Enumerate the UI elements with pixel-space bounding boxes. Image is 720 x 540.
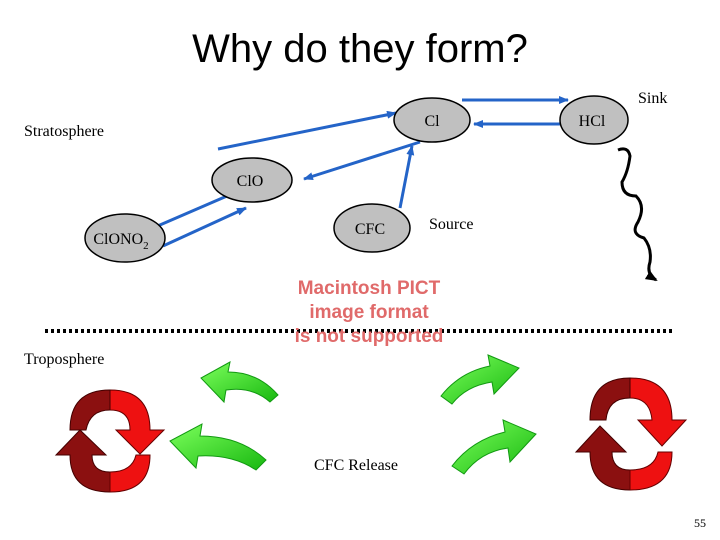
green-arrow-right-upper (440, 354, 520, 405)
green-arrow-right-lower (451, 419, 537, 475)
arrow-cl-to-clo (303, 140, 421, 181)
pict-line-1: Macintosh PICT (298, 278, 441, 299)
pict-placeholder: Macintosh PICT image format is not suppo… (295, 278, 444, 347)
node-clono2: ClONO2 (84, 213, 166, 263)
node-clono2-subscript: 2 (143, 240, 149, 252)
node-hcl-label: HCl (579, 113, 606, 130)
green-arrow-left-upper (200, 361, 279, 404)
sink-wavy-arrow (617, 147, 658, 282)
page-number: 55 (694, 516, 706, 530)
pict-line-2: image format (309, 302, 429, 323)
cycle-right-red-upper (629, 377, 688, 447)
node-clo-label: ClO (237, 173, 264, 190)
sink-label: Sink (638, 90, 667, 107)
slide-title: Why do they form? (192, 27, 528, 71)
green-arrow-left-lower (169, 423, 267, 471)
cycle-left-dark-lower (54, 429, 111, 493)
node-cfc: CFC (333, 203, 411, 253)
cycle-right (574, 377, 688, 491)
arrow-cfc-to-cl (398, 145, 415, 209)
cycle-right-red-lower (629, 451, 673, 491)
cycle-right-dark-upper (589, 377, 631, 421)
pict-line-3: is not supported (295, 326, 444, 347)
node-hcl: HCl (559, 95, 629, 145)
node-clono2-label: ClONO (93, 231, 143, 248)
stratosphere-label: Stratosphere (24, 123, 104, 140)
arrow-clono2-to-clo (162, 206, 247, 248)
cycle-left (54, 389, 166, 493)
source-label: Source (429, 216, 473, 233)
node-cl: Cl (393, 97, 471, 143)
cycle-right-dark-lower (574, 425, 631, 491)
cfc-release-label: CFC Release (314, 457, 398, 474)
troposphere-label: Troposphere (24, 351, 104, 368)
node-cfc-label: CFC (355, 221, 385, 238)
svg-text:ClONO2: ClONO2 (93, 231, 148, 252)
cycle-left-red-upper (109, 389, 166, 455)
arrow-clo-to-cl (217, 110, 397, 151)
node-clo: ClO (211, 157, 293, 203)
cycle-left-red-lower (109, 454, 151, 493)
cycle-left-dark-upper (69, 389, 111, 431)
node-cl-label: Cl (424, 113, 440, 130)
